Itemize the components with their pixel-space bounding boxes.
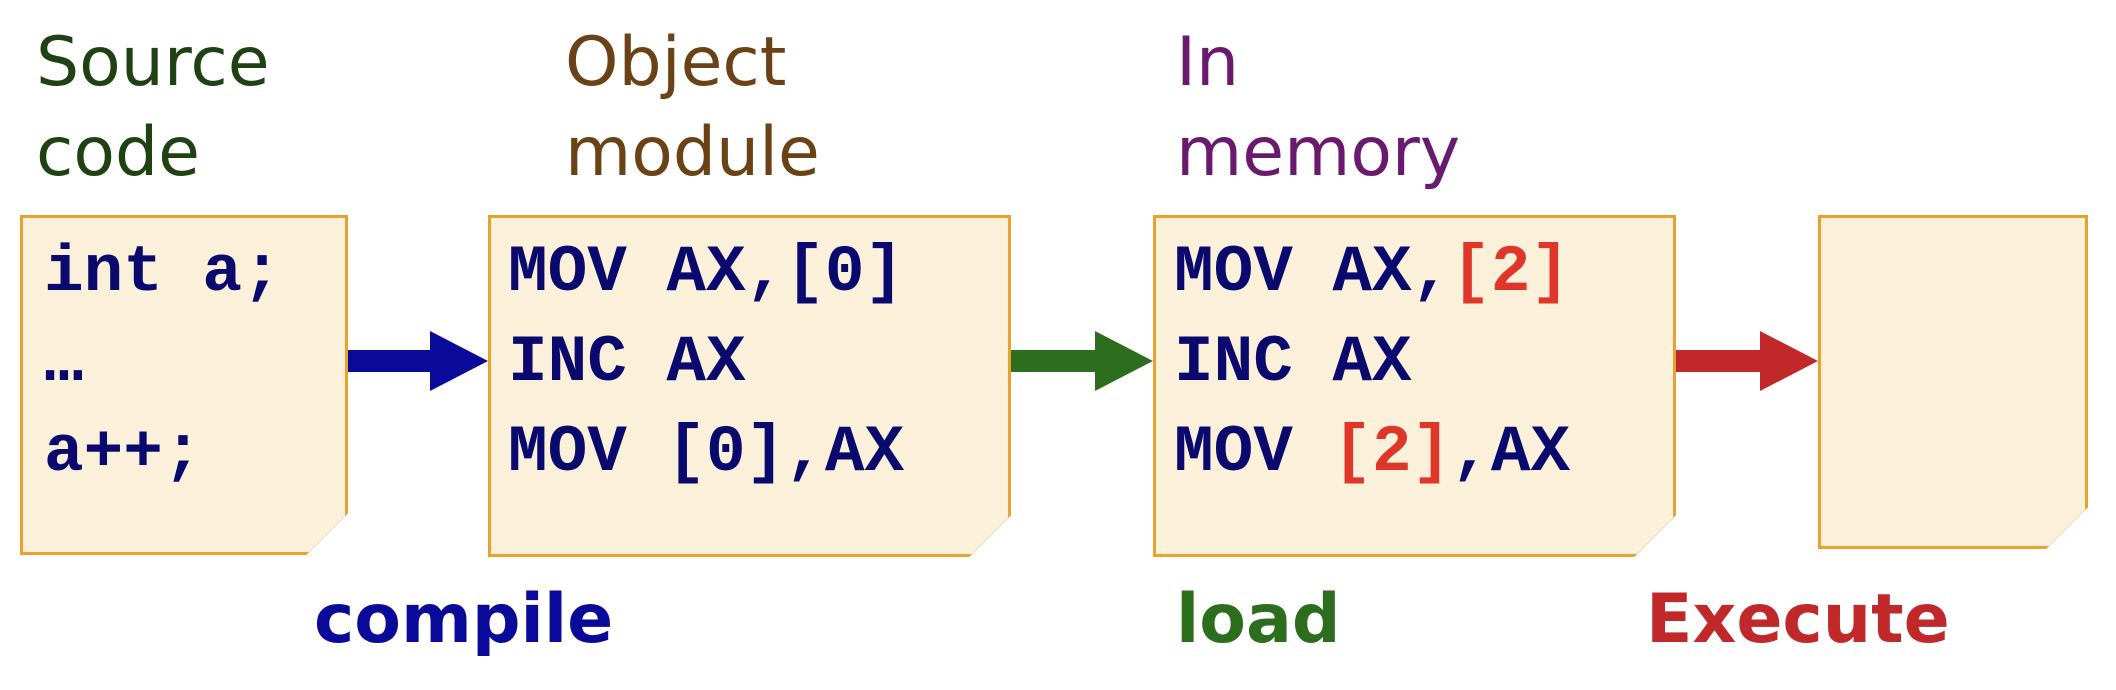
memory-line-1-prefix: MOV AX, — [1174, 235, 1452, 310]
memory-line-1: MOV AX,[2] — [1174, 228, 1570, 318]
execute-label: Execute — [1646, 580, 1950, 659]
source-line-1: int a; — [44, 235, 282, 310]
compile-label: compile — [314, 580, 614, 659]
object-line-3: MOV [0],AX — [508, 415, 905, 490]
object-line-1: MOV AX,[0] — [508, 235, 905, 310]
source-line-3: a++; — [44, 415, 203, 490]
load-arrow — [1011, 331, 1153, 391]
object-module-heading: Object module — [565, 23, 820, 192]
source-code-heading: Source code — [36, 23, 270, 192]
source-line-2: … — [44, 325, 84, 400]
object-line-2: INC AX — [508, 325, 746, 400]
memory-line-2: INC AX — [1174, 325, 1412, 400]
compile-arrow — [348, 331, 488, 391]
object-module-document — [488, 215, 1011, 557]
in-memory-heading: In memory — [1176, 23, 1461, 192]
in-memory-document — [1153, 215, 1676, 557]
memory-line-3-suffix: ,AX — [1451, 415, 1571, 490]
memory-line-3-prefix: MOV — [1174, 415, 1333, 490]
load-label: load — [1176, 580, 1341, 659]
execute-arrow — [1676, 331, 1818, 391]
memory-line-1-address: [2] — [1451, 235, 1571, 310]
memory-line-3-address: [2] — [1332, 415, 1452, 490]
source-code-document — [20, 215, 348, 555]
execution-document — [1818, 215, 2088, 549]
memory-line-3: MOV [2],AX — [1174, 408, 1570, 498]
